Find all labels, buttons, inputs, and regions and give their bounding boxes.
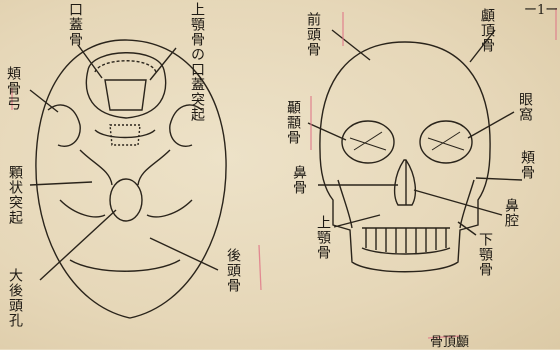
foramen-magnum — [110, 179, 142, 221]
label-palatine: 口蓋骨 — [68, 2, 82, 47]
label-foramen-magnum: 大後頭孔 — [8, 268, 22, 328]
label-parietal: 顱頂骨 — [480, 8, 494, 53]
corner-mark-top: ー1ー — [524, 4, 558, 18]
corner-mark-bottom: 骨頂顱 — [430, 336, 469, 350]
label-temporal: 顳顬骨 — [286, 100, 300, 145]
nasal-aperture — [395, 160, 416, 205]
label-occipital: 後頭骨 — [226, 248, 240, 293]
label-mandible: 下顎骨 — [478, 232, 492, 277]
dental-arch — [86, 53, 165, 118]
right-orbit — [420, 121, 472, 163]
label-nasal: 鼻骨 — [292, 165, 306, 195]
label-styloid-process: 顆状突起 — [8, 165, 22, 225]
palate — [105, 80, 146, 110]
left-orbit — [342, 121, 394, 163]
label-zygomatic: 頬骨 — [520, 150, 534, 180]
label-maxilla: 上顎骨 — [316, 215, 330, 260]
label-frontal: 前頭骨 — [306, 12, 320, 57]
label-maxilla-palatine-process: 上顎骨の口蓋突起 — [190, 2, 204, 82]
label-nasal-cavity: 鼻腔 — [504, 198, 518, 228]
label-orbit: 眼窩 — [518, 92, 532, 122]
label-zygomatic-arch: 頬骨弓 — [6, 66, 20, 111]
